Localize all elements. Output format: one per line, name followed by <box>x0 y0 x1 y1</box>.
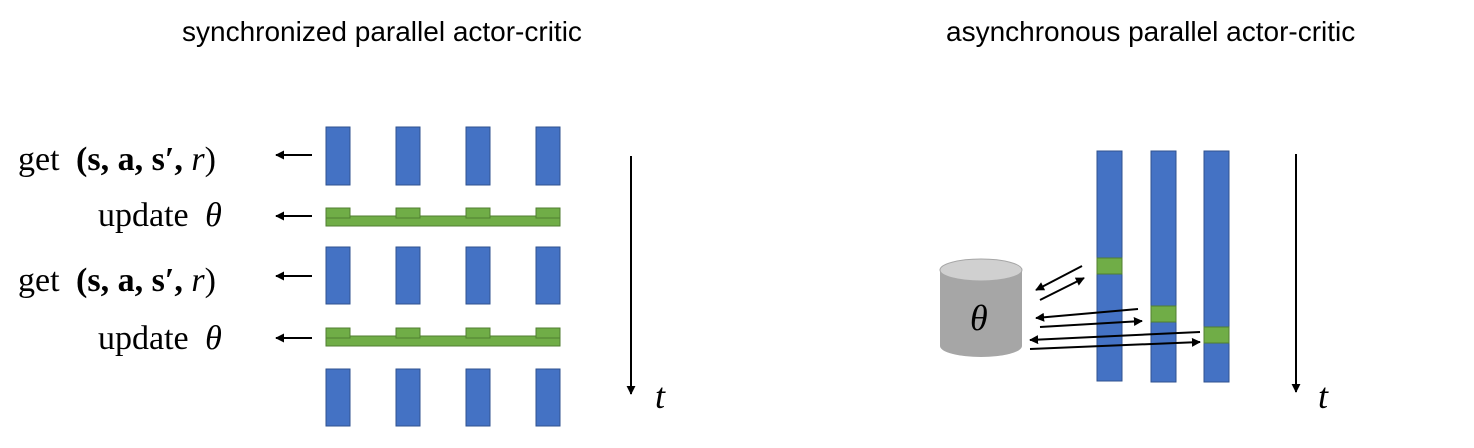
worker-4-block-1 <box>535 126 561 186</box>
worker-3-block-2 <box>465 246 491 305</box>
get-row-2-label: get (s, a, s′, r) <box>18 262 216 299</box>
async-arrow-store-to-worker-1 <box>1039 277 1085 301</box>
update-tab-1-4 <box>535 207 561 219</box>
async-arrow-worker-3-to-store <box>1029 331 1201 345</box>
async-arrow-store-to-worker-3 <box>1029 337 1201 350</box>
worker-4-block-2 <box>535 246 561 305</box>
update-row-2-label: update θ <box>98 320 222 357</box>
get-row-1-label: get (s, a, s′, r) <box>18 141 216 178</box>
worker-3-block-3 <box>465 368 491 427</box>
async-arrow-worker-1-to-store <box>1035 265 1083 291</box>
update-tab-2-4 <box>535 327 561 339</box>
update-tab-2-2 <box>395 327 421 339</box>
get-row-2: get (s, a, s′, r) <box>18 246 561 305</box>
worker-2-block-1 <box>395 126 421 186</box>
cylinder-top <box>939 258 1023 282</box>
update-tab-2-3 <box>465 327 491 339</box>
worker-1-block-2 <box>325 246 351 305</box>
async-worker-3-column <box>1203 150 1230 383</box>
async-worker-1-update <box>1096 257 1123 275</box>
worker-1-block-1 <box>325 126 351 186</box>
async-arrow-store-to-worker-2 <box>1039 316 1143 328</box>
async-worker-2-update <box>1150 305 1177 323</box>
worker-3-block-1 <box>465 126 491 186</box>
async-worker-2 <box>1150 150 1177 383</box>
update-tab-1-2 <box>395 207 421 219</box>
update-bar-2 <box>325 335 561 347</box>
update-row-1-label: update θ <box>98 197 222 234</box>
worker-2-block-2 <box>395 246 421 305</box>
time-label-right: t <box>1318 376 1329 416</box>
asynchronous-panel-title: asynchronous parallel actor-critic <box>946 16 1356 47</box>
worker-row-final <box>325 368 561 427</box>
cylinder-body <box>940 270 1022 346</box>
parameter-store-cylinder: θ <box>939 258 1023 357</box>
async-worker-2-column <box>1150 150 1177 383</box>
update-bar-1 <box>325 215 561 227</box>
synchronized-panel: get (s, a, s′, r) update θ get <box>18 126 666 427</box>
get-row-1: get (s, a, s′, r) <box>18 126 561 186</box>
update-tab-1-1 <box>325 207 351 219</box>
async-worker-3-update <box>1203 326 1230 344</box>
worker-4-block-3 <box>535 368 561 427</box>
update-row-2: update θ <box>98 320 561 357</box>
worker-1-block-3 <box>325 368 351 427</box>
update-tab-2-1 <box>325 327 351 339</box>
cylinder-bottom <box>940 335 1022 357</box>
time-label-left: t <box>655 376 666 416</box>
synchronized-panel-title: synchronized parallel actor-critic <box>182 16 582 47</box>
asynchronous-panel: θ t <box>939 150 1329 416</box>
update-row-1: update θ <box>98 197 561 234</box>
worker-2-block-3 <box>395 368 421 427</box>
cylinder-theta-label: θ <box>970 298 988 338</box>
async-worker-3 <box>1203 150 1230 383</box>
update-tab-1-3 <box>465 207 491 219</box>
async-arrow-worker-2-to-store <box>1035 308 1139 322</box>
async-worker-1 <box>1096 150 1123 382</box>
